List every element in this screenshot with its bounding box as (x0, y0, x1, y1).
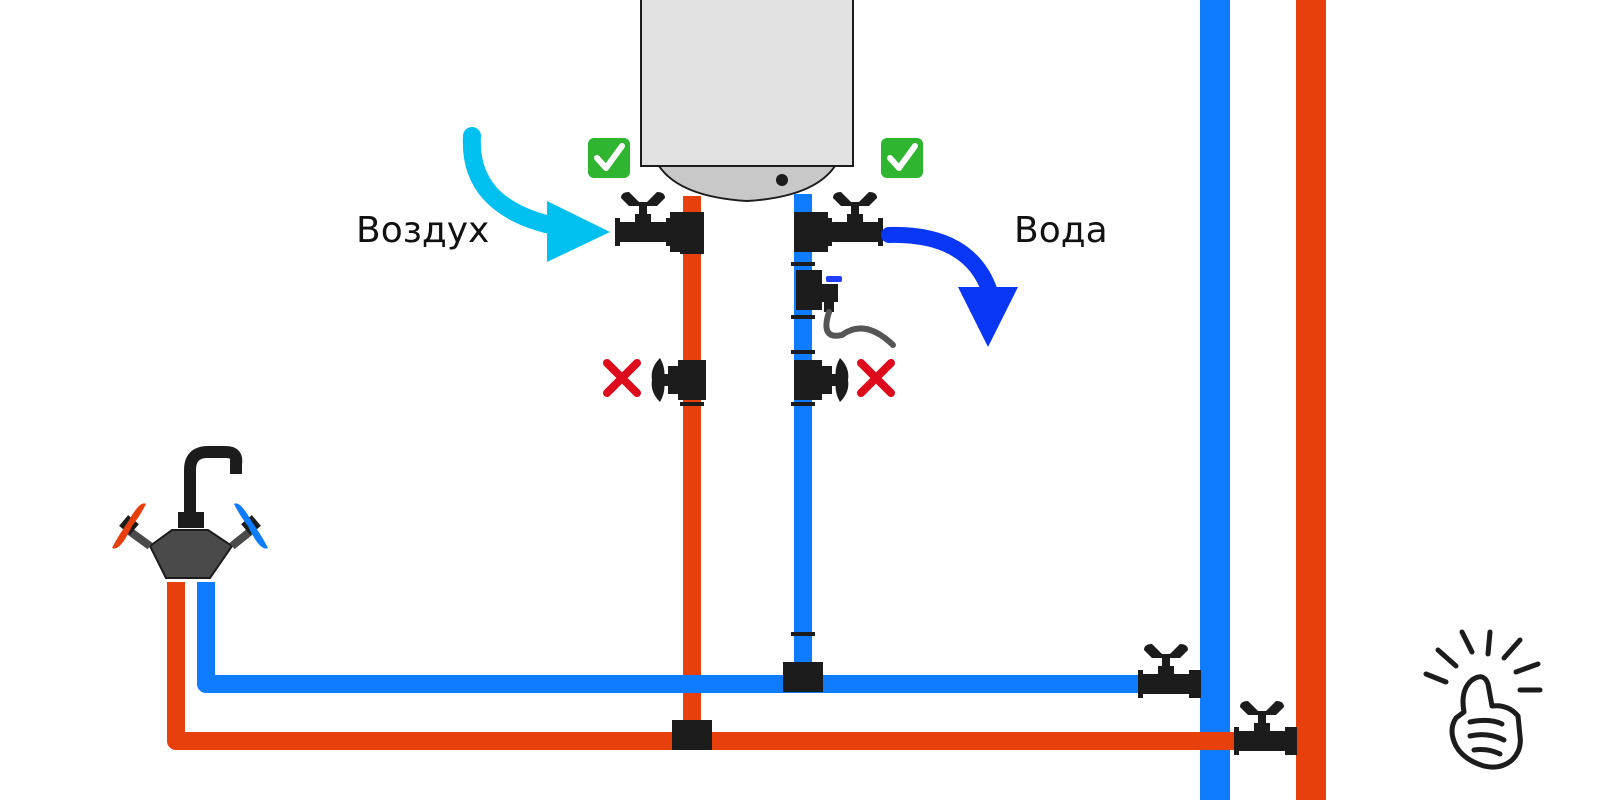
hot-riser-pipe (1296, 0, 1326, 800)
cross-mark-icon (603, 359, 641, 397)
hot-riser-valve-icon (1234, 701, 1290, 755)
cold-inlet-valve-icon (827, 192, 883, 246)
water-outflow-arrow-icon (881, 226, 1018, 347)
cold-riser-pipe (1200, 0, 1230, 800)
cold-junction-tee-icon (783, 662, 823, 692)
hot-junction-tee-icon (672, 720, 712, 750)
hot-supply-line (167, 582, 1236, 750)
hot-outlet-tee-icon (670, 212, 704, 252)
water-label: Вода (1014, 210, 1108, 251)
cold-lower-tee-icon (794, 360, 832, 400)
cross-mark-icon (857, 359, 895, 397)
cold-supply-line (197, 582, 1140, 693)
hot-outlet-valve-icon (615, 192, 671, 246)
heater-indicator-icon (776, 174, 788, 186)
hot-lower-valve-handle-icon (651, 358, 672, 402)
hot-riser-tee-icon (1289, 727, 1297, 755)
cold-inlet-pipe (794, 194, 812, 684)
mixer-faucet-icon (112, 446, 268, 579)
water-heater (640, 0, 854, 203)
hot-lower-tee-icon (668, 360, 706, 400)
cold-lower-valve-handle-icon (828, 358, 849, 402)
cold-inlet-tee-icon (794, 212, 828, 252)
air-inflow-arrow-icon (462, 127, 610, 262)
drain-tap-icon (796, 270, 842, 312)
thumbs-up-icon (1423, 629, 1543, 770)
hot-outlet-pipe (683, 196, 701, 741)
check-mark-icon (881, 138, 923, 178)
drain-hose-icon (823, 309, 896, 348)
cold-tap-handle-icon (234, 503, 268, 549)
cold-riser-valve-icon (1138, 644, 1194, 698)
cold-riser-tee-icon (1193, 670, 1201, 698)
hot-tap-handle-icon (112, 503, 146, 549)
air-label: Воздух (356, 210, 490, 251)
check-mark-icon (588, 138, 630, 178)
